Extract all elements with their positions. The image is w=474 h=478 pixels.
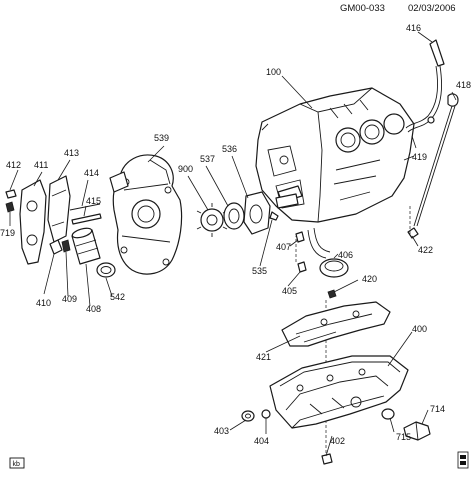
callout-label: 405 <box>282 286 297 296</box>
callout-label: 537 <box>200 154 215 164</box>
washer-404 <box>261 409 271 419</box>
callout-label: 400 <box>412 324 427 334</box>
callout-label: 419 <box>412 152 427 162</box>
callout-label: 536 <box>222 144 237 154</box>
callout-label: 414 <box>84 168 99 178</box>
oil-level-sensor <box>403 421 431 441</box>
drawing-date: 02/03/2006 <box>408 3 456 14</box>
callout-label: 407 <box>276 242 291 252</box>
engine-block <box>255 87 415 223</box>
callout-label: 413 <box>64 148 79 158</box>
callout-label: 542 <box>110 292 125 302</box>
callout-label: 415 <box>86 196 101 206</box>
callout-label: 719 <box>0 228 15 238</box>
oil-pan-baffle <box>281 301 391 347</box>
callout-label: 422 <box>418 245 433 255</box>
callout-label: 420 <box>362 274 377 284</box>
fitting-409 <box>61 239 71 253</box>
drawing-code: GM00-033 <box>340 3 385 14</box>
callout-label: 403 <box>214 426 229 436</box>
corner-icon <box>457 451 469 469</box>
oil-filter <box>71 227 101 265</box>
callout-label: 900 <box>178 164 193 174</box>
callout-label: 412 <box>6 160 21 170</box>
bolt-402 <box>321 453 333 465</box>
callout-label: 411 <box>34 160 48 170</box>
kb-badge-text: kb <box>13 461 21 468</box>
callout-label: 100 <box>266 67 281 77</box>
callout-label: 714 <box>430 404 445 414</box>
oil-pump-screen <box>307 227 349 278</box>
oil-filter-adapter <box>19 175 71 265</box>
stud-415 <box>71 213 102 225</box>
front-cover-gasket <box>243 191 271 235</box>
oil-level-indicator <box>413 93 459 227</box>
callout-label: 410 <box>36 298 51 308</box>
callout-label: 421 <box>256 352 271 362</box>
oil-pump-gear <box>196 203 228 237</box>
callout-label: 539 <box>154 133 169 143</box>
bolt-407 <box>295 231 305 243</box>
callout-label: 406 <box>338 250 353 260</box>
bolt-405 <box>297 261 307 273</box>
callout-label: 416 <box>406 23 421 33</box>
stud-414 <box>69 203 101 211</box>
callout-label: 402 <box>330 436 345 446</box>
oil-pump-screen-seal <box>96 262 116 278</box>
kb-badge: kb <box>9 457 25 469</box>
fitting-410 <box>49 239 63 255</box>
front-crankshaft-seal <box>223 202 245 230</box>
callout-label: 408 <box>86 304 101 314</box>
oil-level-indicator-tube <box>405 39 445 133</box>
callout-label: 404 <box>254 436 269 446</box>
bolt-535 <box>269 211 279 221</box>
plug-719 <box>5 201 15 213</box>
callout-labels: 416 418 100 419 422 539 536 537 900 412 … <box>0 23 471 446</box>
oil-pan <box>269 355 409 429</box>
callout-label: 535 <box>252 266 267 276</box>
callout-label: 409 <box>62 294 77 304</box>
leader-lines <box>9 31 457 457</box>
bolt-412 <box>5 189 17 199</box>
seal-422 <box>407 227 419 239</box>
crankshaft-snout <box>275 193 299 209</box>
drain-plug <box>241 410 255 422</box>
callout-label: 418 <box>456 80 471 90</box>
engine-front-cover <box>109 154 183 275</box>
seal-715 <box>381 408 395 420</box>
callout-label: 715 <box>396 432 411 442</box>
